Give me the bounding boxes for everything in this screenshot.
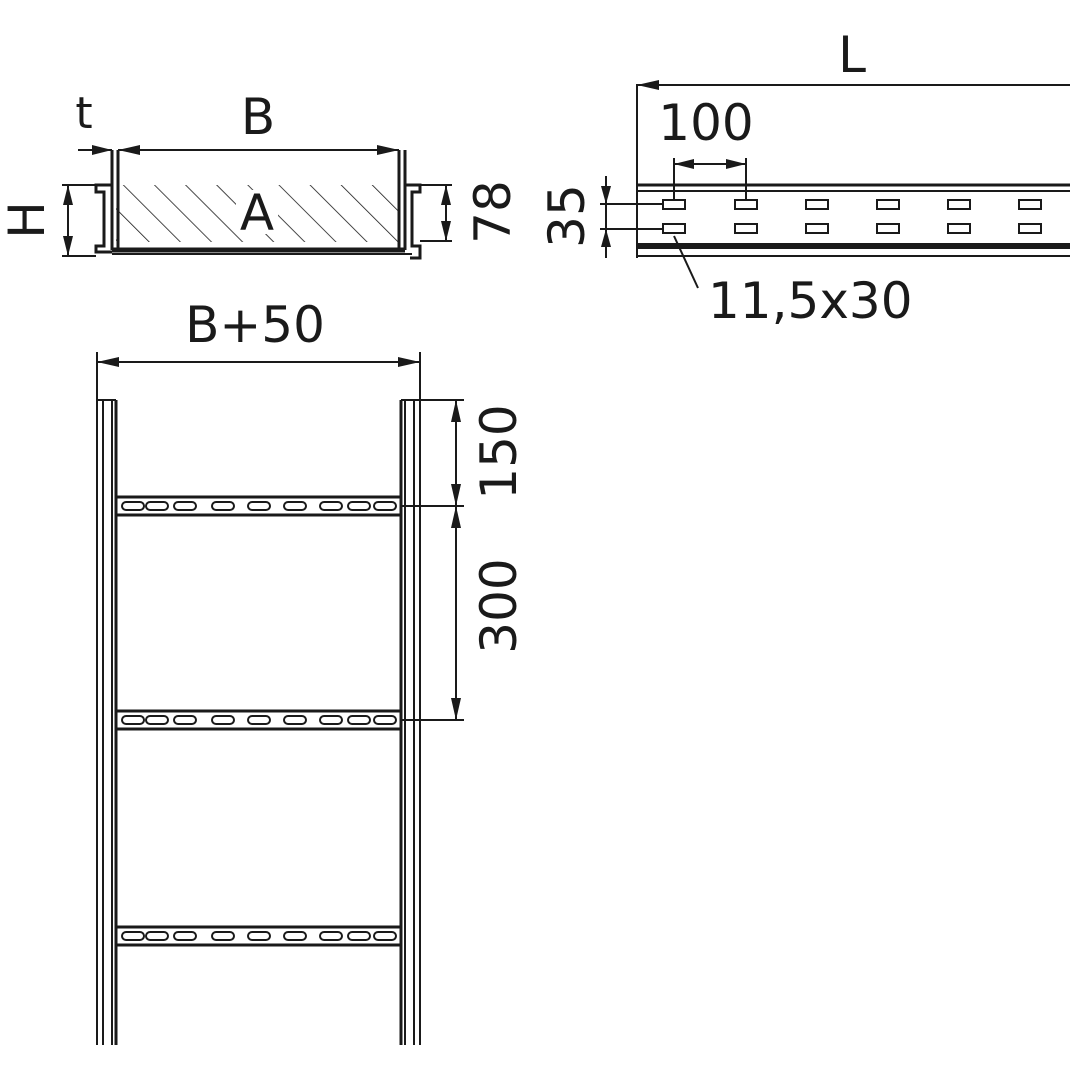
slot [734, 199, 758, 210]
arrow-width-left [97, 357, 119, 367]
rung-slot [373, 931, 397, 941]
rung-slot [347, 501, 371, 511]
label-l: L [838, 26, 866, 84]
slot [805, 199, 829, 210]
label-150: 150 [470, 404, 528, 499]
rung-slot [145, 931, 169, 941]
arrow-300-bottom [451, 698, 461, 720]
rung-slot [347, 715, 371, 725]
rung-slot [283, 715, 307, 725]
slot [876, 223, 900, 234]
slot [662, 199, 686, 210]
rung-slot [173, 715, 197, 725]
left-side-profile [94, 150, 120, 254]
arrow-b-right [377, 145, 399, 155]
arrow-35-top [601, 186, 611, 204]
rung-slot [283, 501, 307, 511]
arrow-100-right [726, 159, 746, 169]
slot [947, 199, 971, 210]
label-78: 78 [464, 180, 522, 244]
arrow-78-bottom [441, 221, 451, 241]
rung-slot [121, 501, 145, 511]
slot [805, 223, 829, 234]
label-width: B+50 [185, 296, 325, 354]
arrow-35-bottom [601, 229, 611, 247]
rung-slot [347, 931, 371, 941]
rung-slot [283, 931, 307, 941]
ladder-top-view: B+50 [96, 296, 528, 1045]
arrow-l [637, 80, 659, 90]
slot-leader-line [673, 235, 699, 289]
rail-slots [662, 199, 1042, 234]
arrow-b-left [118, 145, 140, 155]
rung-slot [319, 501, 343, 511]
rung-slot [247, 501, 271, 511]
arrow-width-right [398, 357, 420, 367]
cross-section-view: B t H 78 A [0, 88, 522, 260]
rung-slot [247, 715, 271, 725]
rung-slot [145, 501, 169, 511]
arrow-t [92, 145, 112, 155]
label-a: A [240, 184, 274, 242]
arrow-150-bottom [451, 484, 461, 506]
slot [734, 223, 758, 234]
right-side-profile [397, 150, 422, 260]
slot [662, 223, 686, 234]
label-100: 100 [658, 94, 753, 152]
rung-slot [373, 501, 397, 511]
slot [947, 223, 971, 234]
rung [116, 495, 401, 517]
rung-slot [173, 501, 197, 511]
rung-slot [319, 931, 343, 941]
arrow-78-top [441, 185, 451, 205]
label-a-backdrop [236, 190, 278, 234]
rung-slot [319, 715, 343, 725]
rung-slot [121, 715, 145, 725]
arrow-h-bottom [63, 236, 73, 256]
rung-slot [211, 501, 235, 511]
rail-bottom-band [637, 243, 1070, 249]
rung-slot [247, 931, 271, 941]
slot [1018, 223, 1042, 234]
rung-slot [211, 715, 235, 725]
rung-slot [145, 715, 169, 725]
label-300: 300 [470, 558, 528, 653]
label-b: B [241, 88, 275, 146]
rung-slot [211, 931, 235, 941]
label-t: t [75, 88, 92, 139]
arrow-300-top [451, 506, 461, 528]
slot [1018, 199, 1042, 210]
rung [116, 709, 401, 731]
rung-slot [173, 931, 197, 941]
arrow-150-top [451, 400, 461, 422]
label-h: H [0, 201, 56, 239]
arrow-100-left [674, 159, 694, 169]
rung-slot [373, 715, 397, 725]
label-slot-size: 11,5x30 [708, 272, 913, 330]
arrow-h-top [63, 185, 73, 205]
rung [116, 925, 401, 947]
rung-slot [121, 931, 145, 941]
label-35: 35 [538, 184, 596, 248]
slot [876, 199, 900, 210]
side-view: L 100 [538, 26, 1070, 330]
